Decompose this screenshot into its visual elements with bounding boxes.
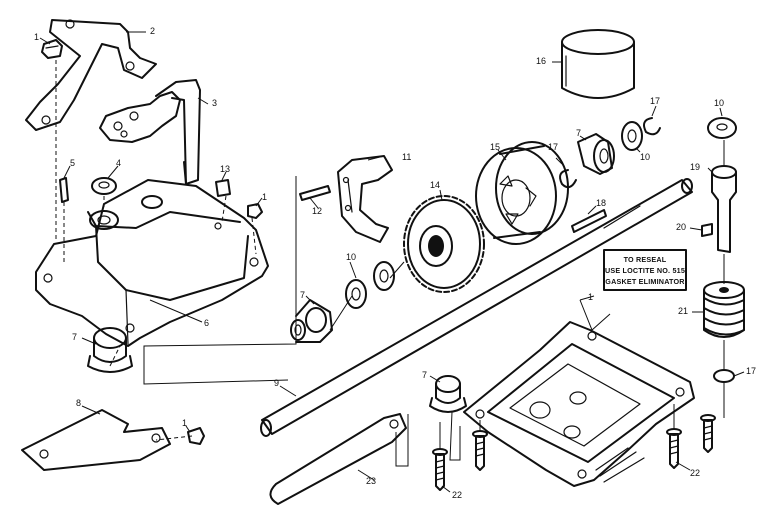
set-pin-part [701, 223, 713, 237]
snap-ring-part [643, 117, 661, 136]
callout-10: 10 [346, 252, 356, 262]
callout-21: 21 [678, 306, 688, 316]
bushing-part [577, 133, 615, 175]
shaft-key-part [571, 209, 607, 233]
callout-16: 16 [536, 56, 546, 66]
main-shaft-part [260, 178, 693, 437]
callout-19: 19 [690, 162, 700, 172]
lever-arm-part [99, 79, 201, 185]
plug-part [215, 179, 231, 197]
reseal-note-box: TO RESEAL USE LOCTITE NO. 515 GASKET ELI… [603, 249, 687, 291]
hex-bolt-part [41, 39, 63, 59]
callout-9: 9 [274, 378, 279, 388]
washer-part [373, 261, 395, 291]
screw-part [472, 430, 488, 471]
callout-23: 23 [366, 476, 376, 486]
worm-shaft-part [711, 165, 737, 253]
spur-gear-part [403, 195, 485, 293]
callout-17: 17 [746, 366, 756, 376]
snap-ring-part [713, 369, 735, 383]
callout-11: 11 [402, 152, 411, 162]
callout-17: 17 [650, 96, 660, 106]
bushing-part [429, 375, 467, 413]
callout-13: 13 [220, 164, 230, 174]
washer-part [91, 177, 117, 195]
shift-lever-part [269, 413, 407, 505]
reseal-note-line-1: TO RESEAL [624, 255, 667, 264]
upper-housing-part [35, 179, 269, 347]
callout-1: 1 [262, 192, 267, 202]
callout-20: 20 [676, 222, 686, 232]
hex-bolt-part [247, 203, 263, 219]
callout-5: 5 [70, 158, 75, 168]
callout-8: 8 [76, 398, 81, 408]
snap-ring-part [559, 169, 577, 189]
callout-6: 6 [204, 318, 209, 328]
bushing-part [87, 327, 133, 373]
callout-1: 1 [182, 418, 187, 428]
callout-22: 22 [690, 468, 700, 478]
callout-22: 22 [452, 490, 462, 500]
callout-3: 3 [212, 98, 217, 108]
callout-2: 2 [150, 26, 155, 36]
screw-part [700, 414, 716, 453]
hex-bolt-part [187, 427, 205, 445]
callout-12: 12 [312, 206, 322, 216]
reseal-note-line-2: USE LOCTITE NO. 515 [605, 266, 685, 275]
callout-7: 7 [300, 290, 305, 300]
screw-part [666, 428, 682, 469]
callout-7: 7 [422, 370, 427, 380]
cylinder-sleeve-part [561, 29, 635, 99]
callout-1: 1 [34, 32, 39, 42]
screw-part [432, 448, 448, 491]
bushing-part [290, 299, 333, 343]
assembly-lines [55, 60, 725, 467]
callout-7: 7 [72, 332, 77, 342]
callout-15: 15 [490, 142, 500, 152]
washer-part [345, 279, 367, 309]
callout-7: 7 [576, 128, 581, 138]
washer-part [707, 117, 737, 139]
callout-1: 1 [588, 292, 593, 302]
callout-leaders [39, 31, 745, 493]
roll-pin-part [299, 185, 331, 201]
reseal-note-line-3: GASKET ELIMINATOR [605, 277, 685, 286]
bracket-part [25, 19, 157, 131]
washer-part [621, 121, 643, 151]
callout-4: 4 [116, 158, 121, 168]
callout-14: 14 [430, 180, 440, 190]
pin-part [59, 177, 69, 203]
callout-labels: 1 2 3 4 5 13 1 6 7 8 1 11 12 14 15 16 17… [34, 26, 756, 500]
callout-18: 18 [596, 198, 606, 208]
callout-10: 10 [640, 152, 650, 162]
callout-17: 17 [548, 142, 558, 152]
clutch-drum-part [475, 141, 569, 245]
lower-housing-part [463, 321, 695, 487]
callout-10: 10 [714, 98, 724, 108]
retainer-clip-part [337, 155, 393, 243]
worm-gear-part [703, 281, 745, 338]
bottom-plate-part [21, 409, 171, 471]
